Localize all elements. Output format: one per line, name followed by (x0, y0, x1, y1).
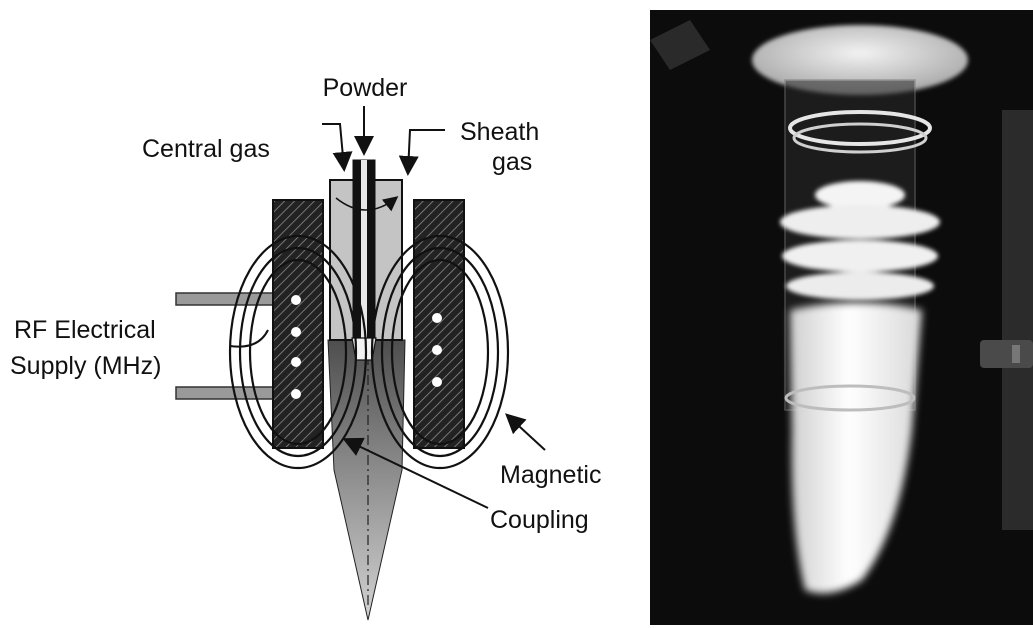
right-coil-block (414, 200, 464, 448)
label-powder: Powder (323, 74, 408, 102)
left-coil-block (273, 200, 323, 448)
label-central-gas: Central gas (142, 135, 270, 163)
label-rf-supply-2: Supply (MHz) (10, 352, 161, 380)
label-sheath-gas-2: gas (492, 148, 532, 176)
label-magnetic-coupling-1: Magnetic (500, 461, 601, 489)
plasma-torch-photograph (650, 10, 1033, 625)
label-magnetic-coupling-2: Coupling (490, 506, 589, 534)
label-rf-supply-1: RF Electrical (14, 316, 156, 344)
right-side-hardware (1002, 110, 1033, 530)
label-sheath-gas-1: Sheath (460, 118, 539, 146)
rf-plasma-torch-schematic: Powder Central gas Sheath gas RF Electri… (0, 0, 650, 628)
